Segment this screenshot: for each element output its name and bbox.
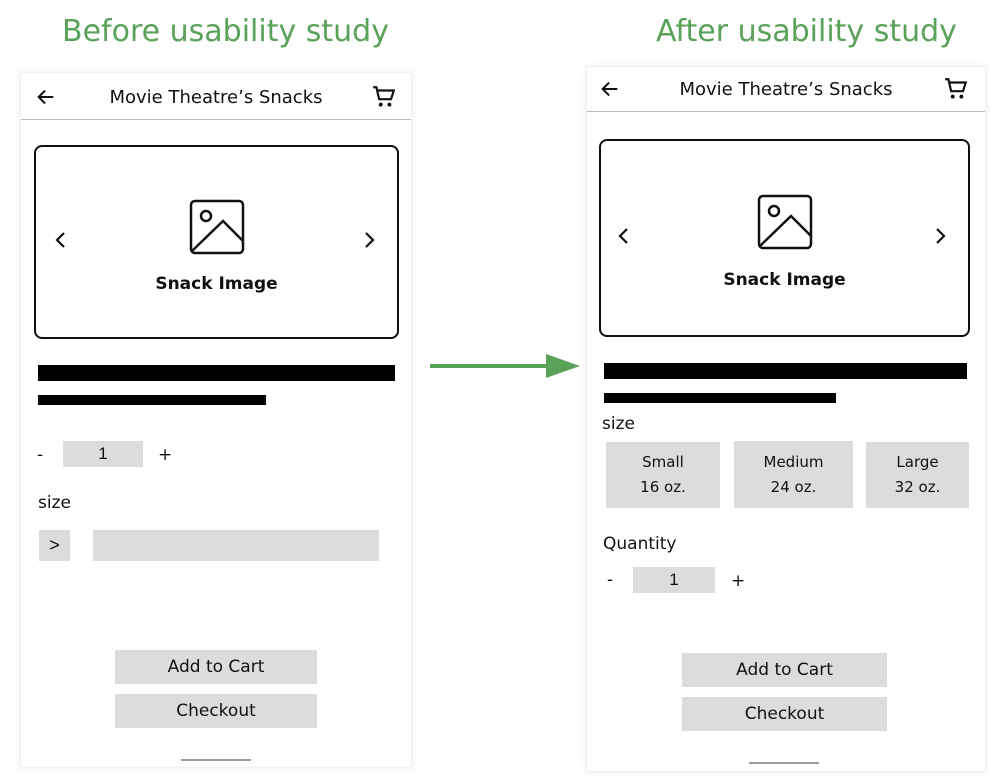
size-oz: 16 oz.: [640, 478, 686, 496]
size-name: Large: [896, 453, 939, 471]
size-expand-button[interactable]: >: [39, 530, 70, 561]
size-option-medium[interactable]: Medium 24 oz.: [734, 441, 853, 508]
size-oz: 32 oz.: [894, 478, 941, 496]
size-label: size: [38, 493, 71, 513]
snack-image-carousel: Snack Image: [599, 139, 970, 337]
before-phone-screen: Movie Theatre’s Snacks Snack Image - 1 +…: [20, 72, 412, 768]
page-title: Movie Theatre’s Snacks: [679, 78, 893, 100]
quantity-label: Quantity: [603, 534, 677, 554]
home-indicator: [181, 759, 251, 761]
size-name: Small: [642, 453, 684, 471]
page-title: Movie Theatre’s Snacks: [109, 86, 323, 108]
back-arrow-icon[interactable]: [597, 76, 623, 102]
add-to-cart-button[interactable]: Add to Cart: [682, 653, 887, 687]
chevron-right-icon[interactable]: [356, 227, 382, 253]
after-heading: After usability study: [656, 14, 957, 49]
shopping-cart-icon[interactable]: [371, 84, 397, 110]
product-name-placeholder: [38, 365, 395, 381]
shopping-cart-icon[interactable]: [943, 76, 969, 102]
back-arrow-icon[interactable]: [33, 84, 59, 110]
chevron-right-icon[interactable]: [927, 223, 953, 249]
size-option-large[interactable]: Large 32 oz.: [866, 442, 969, 508]
product-description-placeholder: [604, 393, 836, 403]
chevron-left-icon[interactable]: [611, 223, 637, 249]
quantity-plus-button[interactable]: +: [731, 571, 746, 591]
after-top-bar: Movie Theatre’s Snacks: [587, 67, 985, 112]
checkout-button[interactable]: Checkout: [682, 697, 887, 731]
size-name: Medium: [763, 452, 824, 471]
before-top-bar: Movie Theatre’s Snacks: [21, 75, 411, 120]
size-select-field[interactable]: [93, 530, 379, 561]
image-caption: Snack Image: [155, 274, 278, 294]
image-placeholder-icon: [189, 199, 245, 260]
size-option-small[interactable]: Small 16 oz.: [606, 442, 720, 508]
arrow-right-icon: [430, 352, 582, 385]
size-label: size: [602, 414, 635, 434]
quantity-minus-button[interactable]: -: [607, 570, 614, 590]
quantity-minus-button[interactable]: -: [37, 445, 44, 465]
snack-image-carousel: Snack Image: [34, 145, 399, 339]
checkout-button[interactable]: Checkout: [115, 694, 317, 728]
product-description-placeholder: [38, 395, 266, 405]
after-phone-screen: Movie Theatre’s Snacks Snack Image size …: [586, 66, 986, 772]
quantity-plus-button[interactable]: +: [158, 445, 173, 465]
image-placeholder-icon: [757, 194, 813, 255]
image-caption: Snack Image: [723, 270, 846, 290]
add-to-cart-button[interactable]: Add to Cart: [115, 650, 317, 684]
quantity-field[interactable]: 1: [63, 441, 143, 467]
product-name-placeholder: [604, 363, 967, 379]
size-oz: 24 oz.: [770, 477, 817, 496]
home-indicator: [749, 762, 819, 764]
quantity-field[interactable]: 1: [633, 567, 715, 593]
before-heading: Before usability study: [62, 14, 389, 49]
chevron-left-icon[interactable]: [48, 227, 74, 253]
